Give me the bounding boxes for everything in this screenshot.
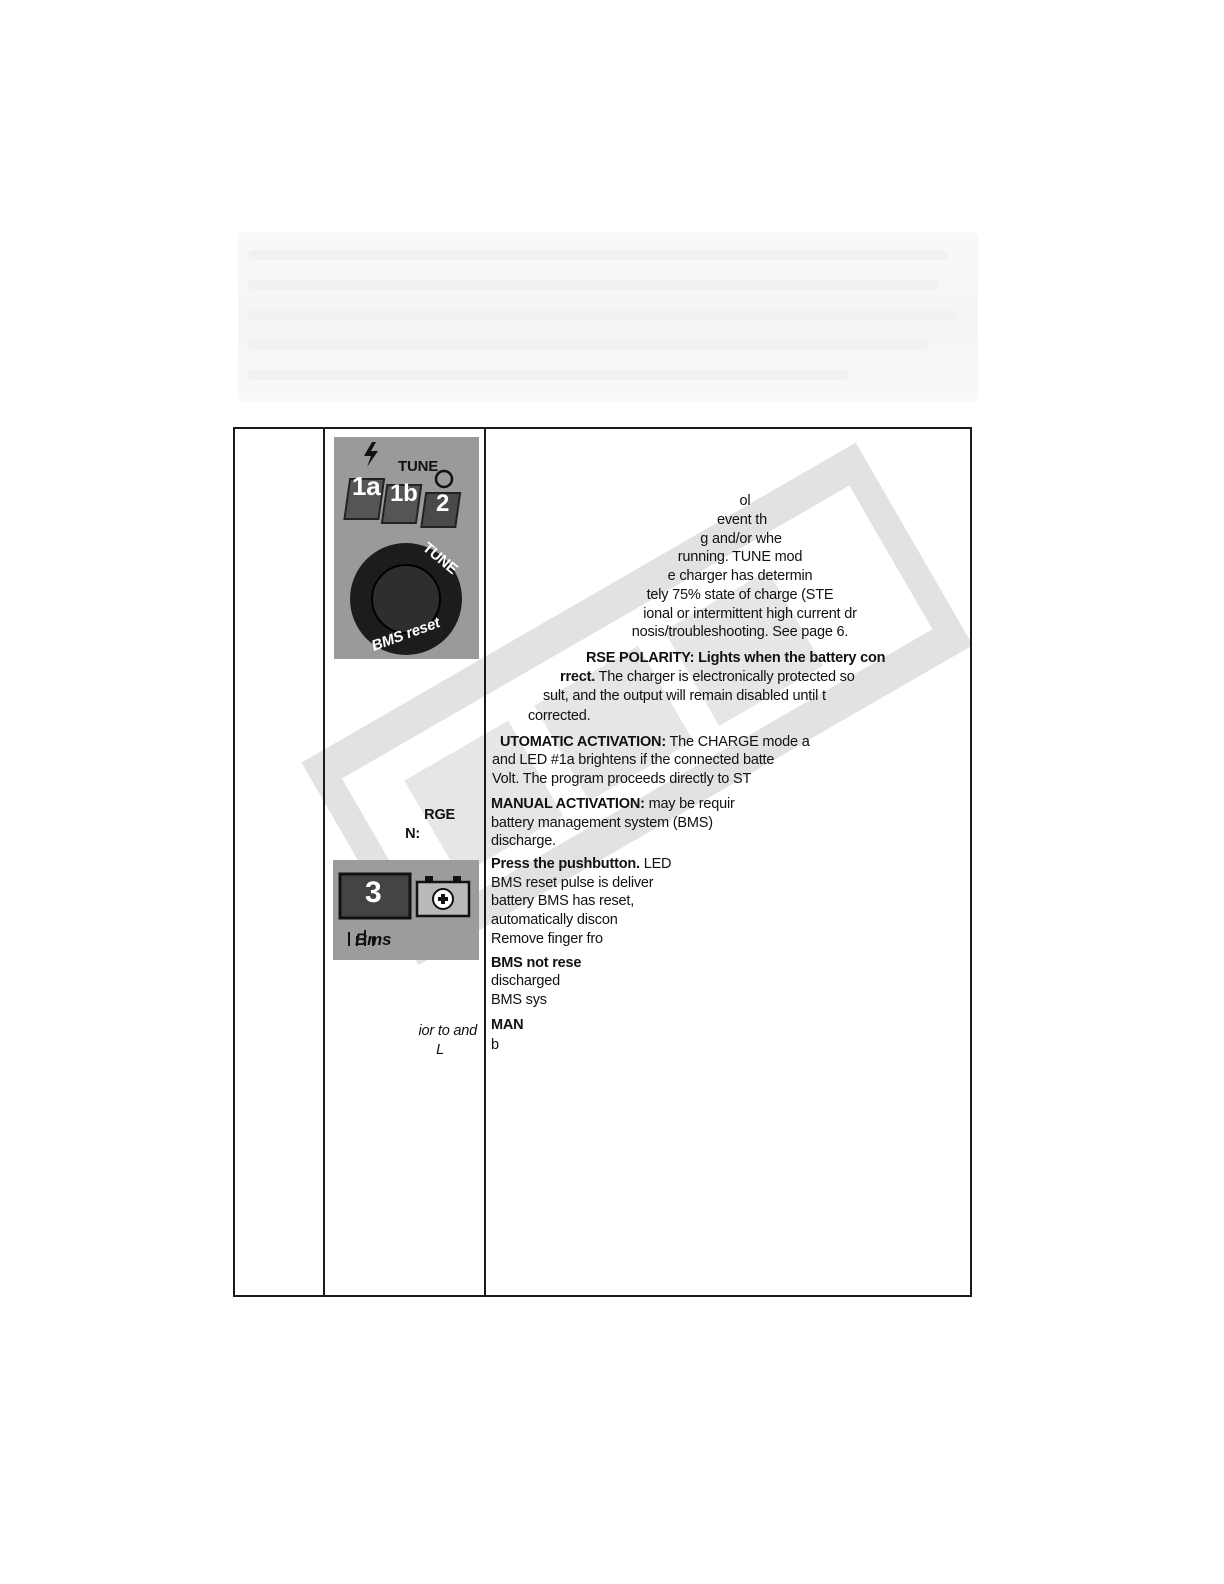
- left-label-line1: RGE: [424, 807, 455, 823]
- press-pushbutton-line2: BMS reset pulse is deliver: [491, 875, 654, 891]
- tune-label: TUNE: [398, 458, 439, 475]
- manual-activation-line1: MANUAL ACTIVATION: may be requir: [491, 796, 735, 812]
- bms-not-reset-heading: BMS not rese: [491, 955, 582, 971]
- bms-not-reset-line2: discharged: [491, 973, 560, 989]
- tune-text-line5: e charger has determin: [667, 568, 813, 584]
- manual-activation-line3: discharge.: [491, 833, 556, 849]
- tune-text-line4: running. TUNE mod: [677, 549, 803, 565]
- manual-tail-line2: b: [491, 1037, 499, 1053]
- tune-text-line1: ol: [739, 493, 751, 509]
- cycle-icon: [434, 469, 454, 489]
- reverse-polarity-line3: sult, and the output will remain disable…: [543, 688, 826, 704]
- tune-text-line2: event th: [717, 512, 767, 528]
- manual-tail-heading: MAN: [491, 1017, 524, 1033]
- press-pushbutton-line5: Remove finger fro: [491, 931, 603, 947]
- left-label-line2: N:: [405, 826, 420, 842]
- led-1a-label: 1a: [352, 471, 381, 501]
- left-note-line2: L: [436, 1042, 444, 1058]
- automatic-activation-line3: Volt. The program proceeds directly to S…: [492, 771, 752, 787]
- tune-text-line6: tely 75% state of charge (STE: [646, 587, 834, 603]
- tune-control-panel-image: TUNE 1a 1b 2 TUNE BMS reset: [334, 437, 479, 659]
- press-pushbutton-line4: automatically discon: [491, 912, 618, 928]
- led-1b-label: 1b: [390, 480, 418, 507]
- bms-not-reset-line3: BMS sys: [491, 992, 547, 1008]
- reverse-polarity-line4: corrected.: [528, 708, 591, 724]
- tune-text-line3: g and/or whe: [700, 531, 782, 547]
- press-pushbutton-line1: Press the pushbutton. LED: [491, 856, 672, 872]
- press-pushbutton-line3: battery BMS has reset,: [491, 893, 635, 909]
- lightning-icon: [364, 442, 378, 467]
- reverse-polarity-heading: RSE POLARITY: Lights when the battery co…: [586, 650, 886, 666]
- led-3-label: 3: [365, 876, 382, 909]
- automatic-activation-line1: UTOMATIC ACTIVATION: The CHARGE mode a: [500, 734, 810, 750]
- tune-text-line7: ional or intermittent high current dr: [643, 606, 857, 622]
- bms-label: Bms: [355, 930, 392, 949]
- manual-activation-line2: battery management system (BMS): [491, 815, 713, 831]
- bms-led-panel-image: 3 Bms: [333, 860, 479, 960]
- reverse-polarity-line2: rrect. The charger is electronically pro…: [560, 669, 855, 685]
- column-divider-2: [484, 429, 486, 1297]
- led-2-label: 2: [436, 490, 450, 517]
- automatic-activation-line2: and LED #1a brightens if the connected b…: [492, 752, 775, 768]
- faded-header-block: [238, 232, 978, 402]
- left-note-line1: ior to and: [418, 1023, 478, 1039]
- tune-text-line8: nosis/troubleshooting. See page 6.: [631, 624, 849, 640]
- column-divider-1: [323, 429, 325, 1297]
- instruction-table: [233, 427, 972, 1297]
